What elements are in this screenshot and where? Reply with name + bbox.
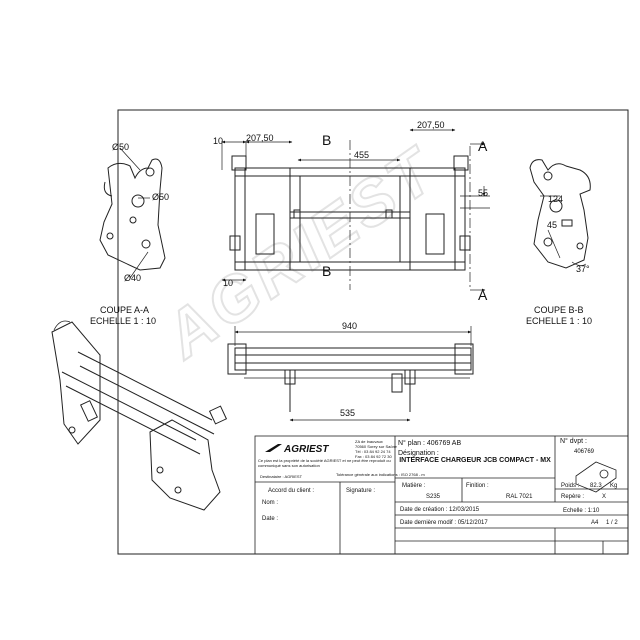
designation-value: INTERFACE CHARGEUR JCB COMPACT - MX bbox=[399, 457, 551, 464]
address-line-1: ZA de Inauvaux bbox=[355, 439, 383, 444]
section-b-scale: ECHELLE 1 : 10 bbox=[526, 316, 592, 326]
hole-small-right bbox=[129, 216, 137, 224]
hole-b-upper bbox=[543, 171, 553, 181]
section-a-label-bottom: A bbox=[478, 287, 488, 303]
section-a-label-top: A bbox=[478, 138, 488, 154]
iso-plate-right bbox=[149, 419, 221, 511]
grease-nipple bbox=[561, 219, 573, 227]
part-icon bbox=[575, 461, 617, 493]
signature-label: Signature : bbox=[346, 488, 375, 494]
section-view-a-a bbox=[99, 147, 166, 279]
tolerance: Tolérance générale aux indications : ISO… bbox=[336, 472, 425, 477]
ndvpt-label: N° dvpt : bbox=[560, 437, 587, 445]
dim-a-dia50-mid: Ø50 bbox=[152, 192, 169, 202]
brand-logo-icon bbox=[265, 444, 282, 452]
dim-front-10-top: 10 bbox=[213, 136, 223, 146]
creation-date: Date de création : 12/03/2015 bbox=[400, 507, 480, 513]
date-label: Date : bbox=[262, 516, 278, 522]
hole-upper bbox=[145, 167, 155, 177]
dim-front-55: 55 bbox=[478, 188, 488, 198]
profile-a-outline bbox=[99, 158, 166, 271]
hole-lower bbox=[141, 239, 151, 249]
section-b-label-bottom: B bbox=[322, 263, 331, 279]
address-line-3: Tél : 03 84 92 24 74 bbox=[355, 449, 391, 454]
repere-value: X bbox=[602, 494, 606, 500]
name-label: Nom : bbox=[262, 500, 278, 506]
brand-logo-text: AGRIEST bbox=[283, 444, 329, 455]
section-b-label-top: B bbox=[322, 132, 331, 148]
page-number: 1 / 2 bbox=[606, 520, 618, 526]
copyright-notice: Ce plan est la propriété de la société A… bbox=[258, 458, 391, 468]
hole-small-left bbox=[106, 232, 114, 240]
scale-value: Echelle : 1:10 bbox=[563, 508, 600, 514]
address-line-2: 70560 Sorey sur Saône bbox=[355, 444, 398, 449]
last-modified-date: Date dernière modif : 05/12/2017 bbox=[400, 520, 488, 526]
front-view bbox=[229, 155, 471, 271]
finition-label: Finition : bbox=[466, 483, 489, 489]
hole-middle bbox=[131, 194, 145, 208]
dim-b-37deg: 37° bbox=[576, 264, 590, 274]
section-view-b-b bbox=[529, 159, 591, 269]
hook-left bbox=[103, 181, 113, 197]
section-a-scale: ECHELLE 1 : 10 bbox=[90, 316, 156, 326]
dim-bottom-535: 535 bbox=[340, 408, 355, 418]
dim-front-455: 455 bbox=[354, 150, 369, 160]
section-a-title: COUPE A-A bbox=[100, 305, 149, 315]
dim-a-dia50-top: Ø50 bbox=[112, 142, 129, 152]
plan-number: N° plan : 406769 AB bbox=[398, 439, 461, 447]
dim-a-dia40: Ø40 bbox=[124, 273, 141, 283]
bottom-view bbox=[227, 343, 474, 412]
iso-plate-left bbox=[51, 321, 101, 445]
poids-unit: Kg bbox=[610, 483, 617, 489]
poids-value: 82.3 bbox=[590, 483, 602, 489]
dim-front-207-left: 207,50 bbox=[246, 133, 274, 143]
dim-bottom-940: 940 bbox=[342, 321, 357, 331]
hole-b-middle bbox=[549, 199, 563, 213]
section-b-title: COUPE B-B bbox=[534, 305, 584, 315]
paper-format: A4 bbox=[591, 520, 599, 526]
isometric-view bbox=[51, 320, 228, 511]
bottom-view-dims bbox=[234, 326, 472, 422]
ndvpt-value: 406769 bbox=[574, 449, 595, 455]
finition-value: RAL 7021 bbox=[506, 494, 533, 500]
designation-label: Désignation : bbox=[398, 450, 439, 457]
recipient: Destinataire : AGRIEST bbox=[260, 474, 303, 479]
poids-label: Poids : bbox=[561, 483, 580, 489]
bottom-main-tube bbox=[234, 347, 472, 371]
profile-b-outline bbox=[529, 159, 591, 269]
address-line-4: Fax : 03 84 92 72 30 bbox=[355, 454, 392, 459]
dim-b-45: 45 bbox=[547, 220, 557, 230]
hole-b-small bbox=[576, 242, 584, 250]
hole-b-lower bbox=[543, 237, 553, 247]
front-view-dims bbox=[221, 128, 490, 292]
matiere-label: Matière : bbox=[402, 483, 426, 489]
client-approval-label: Accord du client : bbox=[268, 488, 314, 494]
title-block bbox=[254, 435, 629, 555]
dim-front-10-bottom: 10 bbox=[223, 278, 233, 288]
matiere-value: S235 bbox=[426, 494, 441, 500]
dim-front-207-right: 207,50 bbox=[417, 120, 445, 130]
dim-b-124: 124 bbox=[548, 194, 563, 204]
repere-label: Repère : bbox=[561, 494, 584, 500]
